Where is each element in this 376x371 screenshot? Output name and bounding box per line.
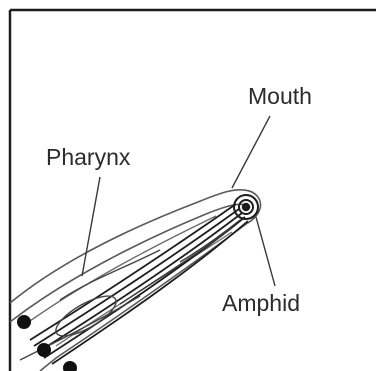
mouth-leader-line bbox=[232, 116, 270, 188]
pharynx-tube bbox=[30, 204, 248, 364]
amphid-leader-line bbox=[256, 217, 275, 286]
amphid-label: Amphid bbox=[222, 290, 300, 316]
pharynx-leader-line bbox=[82, 177, 100, 276]
mouth-opening bbox=[234, 195, 258, 219]
pharynx-label: Pharynx bbox=[46, 144, 131, 170]
mouth-label: Mouth bbox=[248, 83, 312, 109]
